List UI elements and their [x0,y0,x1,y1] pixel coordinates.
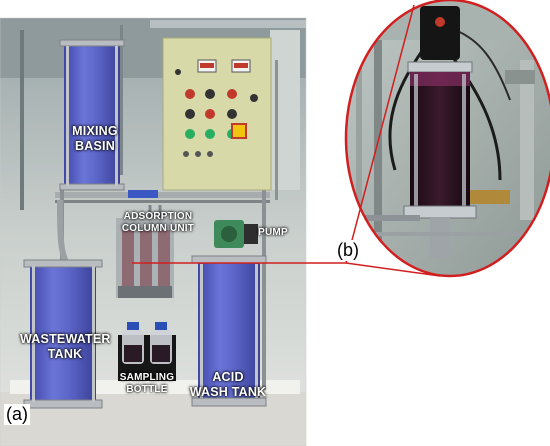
adsorption-column-label: ADSORPTION COLUMN UNIT [116,211,200,235]
acid-wash-tank-label: ACID WASH TANK [186,370,270,400]
sampling-label-line1: SAMPLING [119,372,175,383]
wastewater-label-line2: TANK [47,347,83,361]
sampling-bottle-label: SAMPLING BOTTLE [114,372,180,396]
wastewater-label-line1: WASTEWATER [20,332,111,346]
main-photo [0,18,306,446]
connector-line-lower [345,262,441,277]
acid-label-line2: WASH TANK [189,385,267,399]
acid-label-line1: ACID [212,370,244,384]
pump-label: PUMP [258,227,288,238]
panel-b-label: (b) [335,240,361,261]
sampling-label-line2: BOTTLE [126,384,168,395]
inset-border [344,0,550,278]
wastewater-tank-label: WASTEWATER TANK [20,332,110,362]
adsorption-label-line2: COLUMN UNIT [121,223,195,234]
adsorption-label-line1: ADSORPTION [123,211,193,222]
panel-a-label: (a) [4,404,30,425]
mixing-basin-label-line2: BASIN [75,139,115,153]
connector-line-upper [345,4,415,264]
mixing-basin-label-line1: MIXING [72,124,118,138]
mixing-basin-label: MIXING BASIN [64,124,126,154]
